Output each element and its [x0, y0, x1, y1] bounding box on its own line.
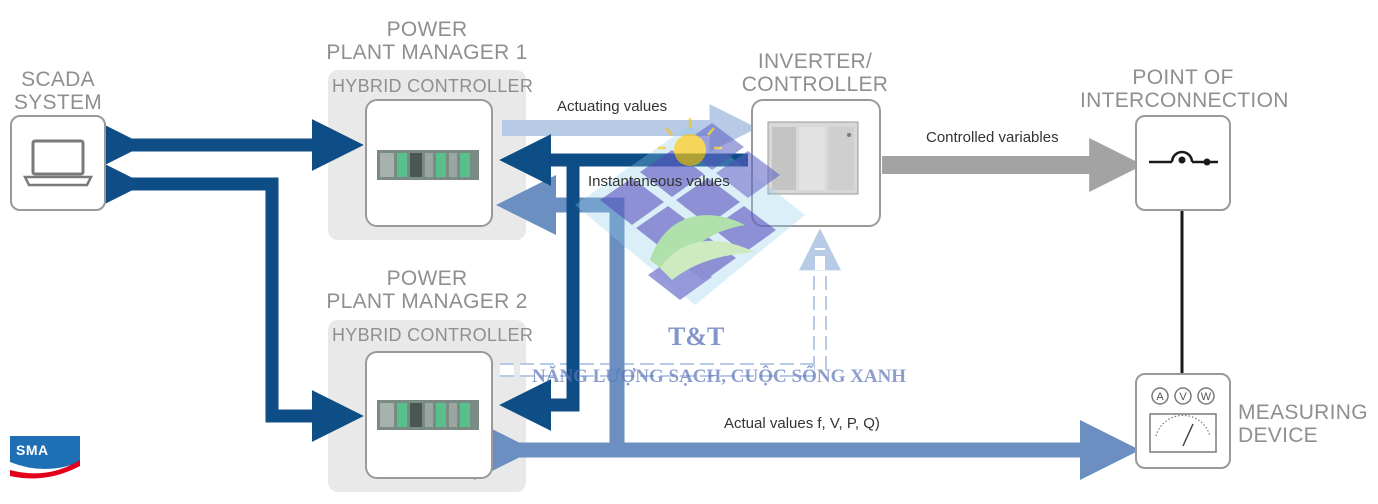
- poi-box: [1135, 115, 1231, 211]
- watermark-logo-icon: [575, 118, 805, 305]
- sma-logo: [10, 436, 80, 479]
- sma-logo-text: SMA: [16, 442, 49, 458]
- switch-icon: [1149, 150, 1218, 166]
- plc-icon: [377, 400, 479, 430]
- ppm1-subtitle: HYBRID CONTROLLER: [332, 76, 534, 96]
- scada-ppm2-arrow: [92, 158, 364, 442]
- laptop-icon: [22, 139, 94, 187]
- dial-label-w: W: [1201, 391, 1212, 403]
- watermark-title: T&T: [668, 322, 725, 351]
- inverter-cabinet-icon: [767, 121, 859, 195]
- ppm2-title: POWER PLANT MANAGER 2: [326, 267, 528, 313]
- watermark-slogan: NĂNG LƯỢNG SẠCH, CUỘC SỐNG XANH: [532, 366, 907, 387]
- ppm2-subtitle: HYBRID CONTROLLER: [332, 325, 534, 345]
- actuating-values-label: Actuating values: [557, 98, 668, 115]
- dial-label-v: V: [1179, 391, 1187, 403]
- meter-title: MEASURING DEVICE: [1238, 401, 1368, 447]
- poi-title: POINT OF INTERCONNECTION: [1080, 66, 1289, 112]
- meter-icon: A V W: [1149, 387, 1217, 453]
- scada-title: SCADA SYSTEM: [13, 68, 103, 114]
- inverter-title: INVERTER/ CONTROLLER: [741, 50, 889, 96]
- scada-box: [10, 115, 106, 211]
- actual-values-label: Actual values f, V, P, Q): [724, 415, 880, 432]
- ppm2-box: [365, 351, 493, 479]
- ppm1-box: [365, 99, 493, 227]
- plc-icon: [377, 150, 479, 180]
- instantaneous-values-label: Instantaneous values: [588, 173, 730, 190]
- dial-label-a: A: [1156, 391, 1164, 403]
- meter-box: A V W: [1135, 373, 1231, 469]
- instantaneous-arrow-ppm2: [499, 160, 580, 431]
- controlled-variables-label: Controlled variables: [926, 129, 1059, 146]
- ppm1-title: POWER PLANT MANAGER 1: [326, 18, 528, 64]
